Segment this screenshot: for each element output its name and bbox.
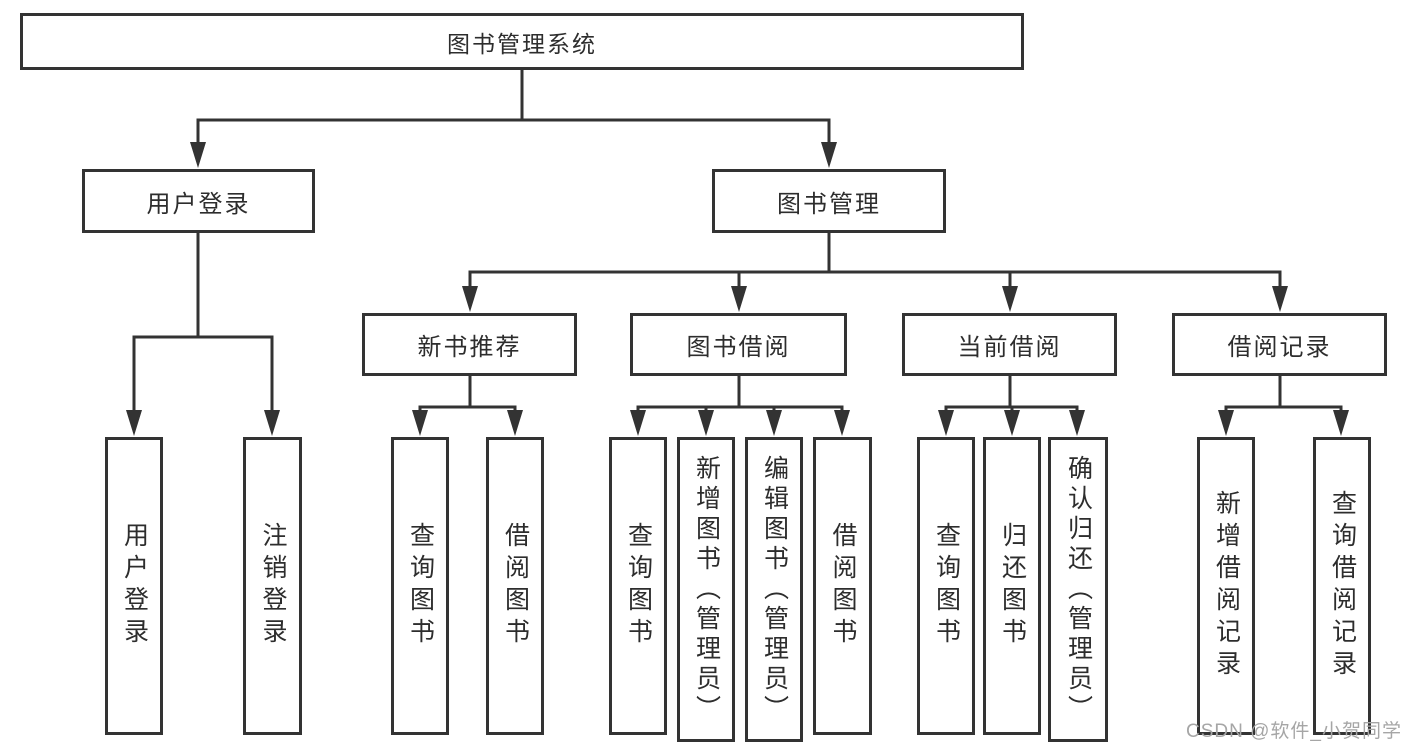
leaf-borrow-add-book-admin: 新增图书（管理员）	[677, 437, 735, 742]
arrowheads-borrowrecord-leaves	[1218, 410, 1349, 436]
leaf-current-return-book: 归还图书	[983, 437, 1041, 735]
leaf-current-confirm-return-admin: 确认归还（管理员）	[1048, 437, 1108, 742]
connector-userlogin-to-leaves	[132, 233, 274, 412]
leaf-record-query-borrow-record: 查询借阅记录	[1313, 437, 1371, 735]
leaf-logout: 注销登录	[243, 437, 302, 735]
node-book-borrow: 图书借阅	[630, 313, 847, 376]
leaf-borrow-borrow-book: 借阅图书	[813, 437, 872, 735]
leaf-current-query-book: 查询图书	[917, 437, 975, 735]
arrowheads-level3	[462, 286, 1288, 312]
connector-root-to-level2	[196, 69, 831, 145]
leaf-newbook-borrow-book: 借阅图书	[486, 437, 544, 735]
connector-currentborrow-to-leaves	[944, 376, 1079, 412]
arrowheads-currentborrow-leaves	[938, 410, 1085, 436]
node-current-borrow: 当前借阅	[902, 313, 1117, 376]
csdn-watermark: CSDN @软件_小贺同学	[1186, 721, 1402, 742]
leaf-newbook-query-book: 查询图书	[391, 437, 449, 735]
leaf-user-login: 用户登录	[105, 437, 163, 735]
arrowheads-level2	[190, 142, 837, 168]
connector-bookmgmt-to-level3	[468, 233, 1282, 288]
arrowheads-bookborrow-leaves	[630, 410, 850, 436]
arrowheads-userlogin-leaves	[126, 410, 280, 436]
node-new-book-recommend: 新书推荐	[362, 313, 577, 376]
arrowheads-newbook-leaves	[412, 410, 523, 436]
node-book-management: 图书管理	[712, 169, 946, 233]
node-library-management-system: 图书管理系统	[20, 13, 1024, 70]
leaf-borrow-query-book: 查询图书	[609, 437, 667, 735]
connector-bookborrow-to-leaves	[636, 376, 844, 412]
connector-borrowrecord-to-leaves	[1224, 376, 1343, 412]
connector-newbook-to-leaves	[418, 376, 517, 412]
leaf-borrow-edit-book-admin: 编辑图书（管理员）	[745, 437, 803, 742]
leaf-record-add-borrow-record: 新增借阅记录	[1197, 437, 1255, 735]
node-borrow-records: 借阅记录	[1172, 313, 1387, 376]
node-user-login: 用户登录	[82, 169, 315, 233]
